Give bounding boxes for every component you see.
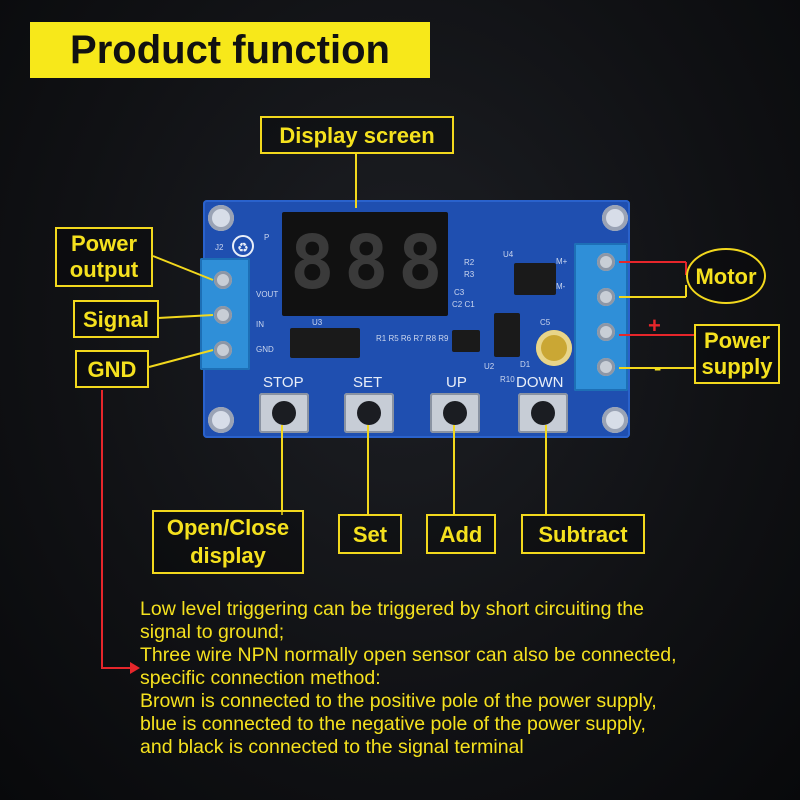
silk-d1: D1 (520, 360, 531, 369)
optocoupler-chip (290, 328, 360, 358)
silk-r2: R2 (464, 258, 475, 267)
label-open-close-line1: Open/Close (166, 515, 290, 540)
description-line: specific connection method: (140, 667, 381, 689)
silk-j2: J2 (215, 243, 224, 252)
label-power-output-line2: output (69, 257, 139, 282)
display-digit: 8 (398, 220, 443, 306)
arrow-right-icon (130, 662, 140, 674)
display-digit: 8 (344, 220, 389, 306)
terminal-screw[interactable] (597, 288, 615, 306)
label-display-screen: Display screen (260, 116, 454, 154)
label-power-output-line1: Power (70, 231, 138, 256)
terminal-screw[interactable] (214, 341, 232, 359)
label-gnd: GND (75, 350, 149, 388)
terminal-screw[interactable] (214, 306, 232, 324)
silk-c2c1: C2 C1 (452, 300, 475, 309)
seven-segment-display: 8 8 8 (282, 212, 448, 316)
terminal-screw[interactable] (597, 253, 615, 271)
silk-r3: R3 (464, 270, 475, 279)
minus-sign: - (654, 355, 662, 380)
set-button[interactable] (344, 393, 394, 433)
silk-vout: VOUT (256, 290, 279, 299)
description-line: blue is connected to the negative pole o… (140, 713, 646, 735)
button-label-set: SET (353, 374, 383, 391)
silk-in: IN (256, 320, 264, 329)
silk-c3: C3 (454, 288, 465, 297)
description-line: Low level triggering can be triggered by… (140, 598, 645, 620)
terminal-screw[interactable] (214, 271, 232, 289)
silk-u3: U3 (312, 318, 323, 327)
label-set: Set (338, 514, 402, 554)
button-label-stop: STOP (263, 374, 304, 391)
label-open-close-display: Open/Close display (152, 510, 304, 574)
silk-u2: U2 (484, 362, 495, 371)
label-power-supply-line2: supply (701, 354, 773, 379)
label-power-supply: Power supply (694, 324, 780, 384)
label-power-output: Power output (55, 227, 153, 287)
description-line: signal to ground; (140, 621, 285, 643)
mount-hole (208, 407, 234, 433)
label-subtract: Subtract (521, 514, 645, 554)
mount-hole (602, 407, 628, 433)
silk-resistors: R1 R5 R6 R7 R8 R9 (376, 334, 449, 343)
description-line: Three wire NPN normally open sensor can … (140, 644, 677, 666)
recycle-logo-icon: ♻ (232, 235, 254, 257)
terminal-screw[interactable] (597, 358, 615, 376)
mosfet-chip (494, 313, 520, 357)
description-line: and black is connected to the signal ter… (140, 736, 524, 758)
silk-gnd: GND (256, 345, 274, 354)
label-power-supply-line1: Power (703, 328, 771, 353)
page-title: Product function (30, 22, 430, 78)
silk-r10: R10 (500, 375, 515, 384)
label-motor: Motor (686, 248, 766, 304)
display-digit: 8 (290, 220, 335, 306)
stop-button[interactable] (259, 393, 309, 433)
label-add: Add (426, 514, 496, 554)
description-text: Low level triggering can be triggered by… (140, 598, 800, 759)
plus-sign: + (648, 313, 661, 338)
terminal-screw[interactable] (597, 323, 615, 341)
capacitor (536, 330, 572, 366)
description-line: Brown is connected to the positive pole … (140, 690, 657, 712)
controller-chip (514, 263, 556, 295)
button-label-up: UP (446, 374, 467, 391)
label-open-close-line2: display (190, 543, 266, 568)
silk-m-minus: M- (556, 282, 566, 291)
label-signal: Signal (73, 300, 159, 338)
mount-hole (208, 205, 234, 231)
regulator-chip (452, 330, 480, 352)
button-label-down: DOWN (516, 374, 564, 391)
mount-hole (602, 205, 628, 231)
silk-u4: U4 (503, 250, 514, 259)
silk-p: P (264, 233, 270, 242)
silk-c5: C5 (540, 318, 551, 327)
down-button[interactable] (518, 393, 568, 433)
silk-m-plus: M+ (556, 257, 568, 266)
